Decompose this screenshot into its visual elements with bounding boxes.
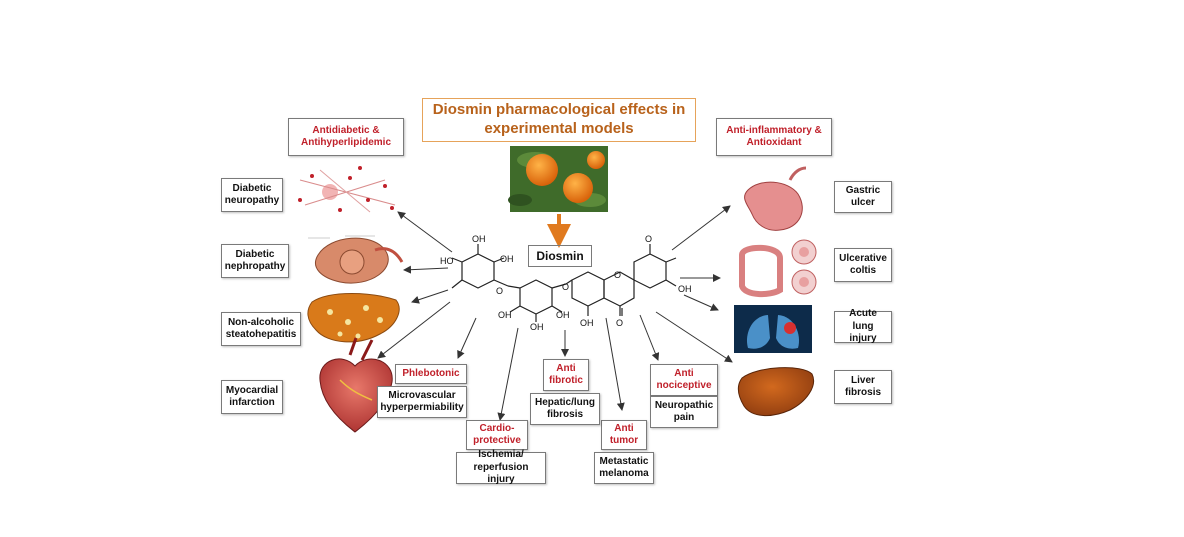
liver-image — [737, 367, 814, 416]
svg-text:OH: OH — [530, 322, 544, 332]
stomach-image — [744, 166, 807, 231]
category-phlebotonic: Phlebotonic — [395, 364, 467, 384]
svg-text:OH: OH — [556, 310, 570, 320]
colon-image — [739, 239, 817, 298]
svg-text:O: O — [496, 286, 503, 296]
category-antifibrotic: Anti fibrotic — [543, 359, 589, 391]
fatty-liver-image — [307, 293, 400, 343]
orange-fruit-image — [508, 146, 608, 212]
category-antitumor: Anti tumor — [601, 420, 647, 450]
svg-text:OH: OH — [472, 234, 486, 244]
diosmin-structure — [451, 244, 677, 322]
diagram-title: Diosmin pharmacological effects in exper… — [422, 98, 696, 142]
condition-liver-fibrosis: Liver fibrosis — [834, 370, 892, 404]
condition-gastric-ulcer: Gastric ulcer — [834, 181, 892, 213]
svg-text:OH: OH — [498, 310, 512, 320]
svg-text:O: O — [616, 318, 623, 328]
category-anti-inflammatory: Anti-inflammatory & Antioxidant — [716, 118, 832, 156]
condition-ulcerative-colitis: Ulcerative coltis — [834, 248, 892, 282]
category-antidiabetic: Antidiabetic & Antihyperlipidemic — [288, 118, 404, 156]
category-cardioprotective: Cardio- protective — [466, 420, 528, 450]
diosmin-atom-labels: OH HO OH O OH OH OH O OH O O O OH — [440, 234, 692, 332]
condition-diabetic-nephropathy: Diabetic nephropathy — [221, 244, 289, 278]
lungs-image — [734, 305, 812, 353]
condition-nash: Non-alcoholic steatohepatitis — [221, 312, 301, 346]
condition-hepatic-lung-fibrosis: Hepatic/lung fibrosis — [530, 393, 600, 425]
condition-acute-lung-injury: Acute lung injury — [834, 308, 892, 344]
svg-text:OH: OH — [580, 318, 594, 328]
condition-ischemia: Ischemia/ reperfusion injury — [456, 449, 546, 485]
effect-arrows — [377, 205, 733, 421]
svg-text:O: O — [562, 282, 569, 292]
svg-text:HO: HO — [440, 256, 454, 266]
condition-myocardial-infarction: Myocardial infarction — [221, 380, 283, 414]
heart-image — [319, 337, 393, 433]
condition-metastatic-melanoma: Metastatic melanoma — [594, 452, 654, 484]
neuron-network-image — [298, 166, 396, 213]
svg-text:OH: OH — [500, 254, 514, 264]
condition-microvascular: Microvascular hyperpermiability — [377, 386, 467, 418]
svg-text:O: O — [614, 270, 621, 280]
category-antinociceptive: Anti nociceptive — [650, 364, 718, 396]
condition-neuropathic-pain: Neuropathic pain — [650, 396, 718, 428]
svg-text:O: O — [645, 234, 652, 244]
diosmin-label: Diosmin — [528, 245, 592, 267]
condition-diabetic-neuropathy: Diabetic neuropathy — [221, 178, 283, 212]
svg-text:OH: OH — [678, 284, 692, 294]
kidney-nephron-image — [308, 235, 404, 284]
